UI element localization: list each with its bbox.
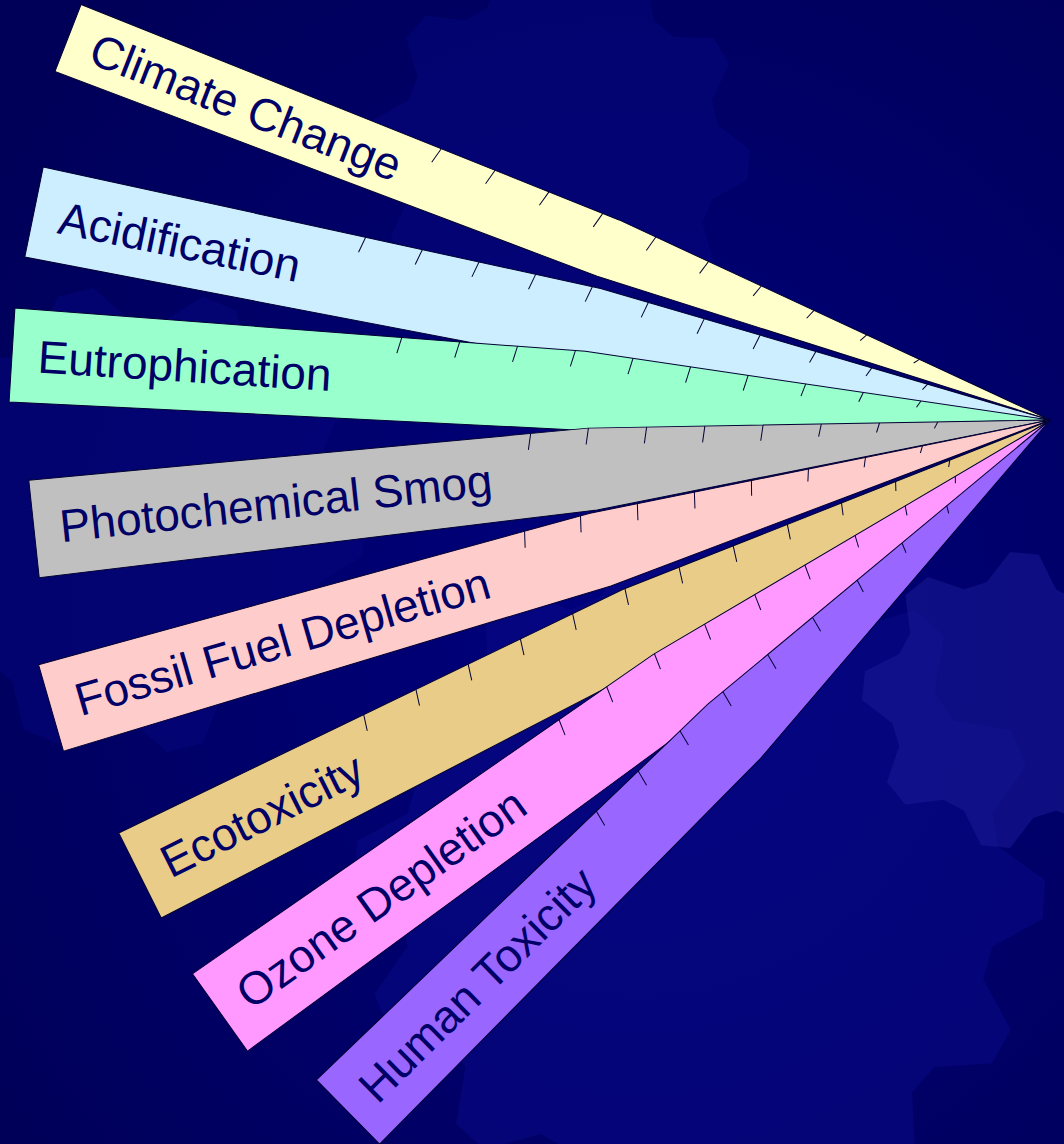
ruler-tick bbox=[730, 545, 741, 561]
ruler-tick bbox=[521, 531, 529, 547]
ruler-tick bbox=[593, 212, 603, 228]
ruler-tick bbox=[751, 594, 764, 609]
ruler-tick bbox=[675, 567, 686, 583]
ruler-tick bbox=[513, 346, 518, 362]
ruler-tick bbox=[701, 624, 714, 639]
ruler-tick bbox=[862, 457, 868, 467]
ruler-tick bbox=[765, 655, 779, 669]
ruler-tick bbox=[852, 535, 862, 547]
ruler-tick bbox=[807, 309, 814, 320]
ruler-tick bbox=[817, 424, 822, 437]
ruler-tick bbox=[432, 147, 442, 163]
impact-category-label: Ecotoxicity bbox=[153, 744, 370, 883]
ruler-tick bbox=[784, 524, 794, 539]
ruler-tick bbox=[472, 261, 479, 277]
ruler-tick bbox=[486, 169, 496, 185]
ruler-tick bbox=[805, 469, 812, 482]
ruler-tick bbox=[810, 617, 824, 631]
ruler-tick bbox=[569, 613, 580, 629]
ruler-tick bbox=[527, 434, 533, 450]
ruler-tick bbox=[455, 342, 460, 358]
ruler-tick bbox=[860, 333, 867, 342]
ruler-tick bbox=[651, 653, 664, 668]
ruler-tick bbox=[946, 460, 952, 467]
ruler-tick bbox=[517, 638, 528, 654]
ruler-tick bbox=[360, 714, 371, 730]
ruler-tick bbox=[584, 428, 590, 444]
ruler-tick bbox=[539, 190, 549, 206]
ruler-tick bbox=[952, 476, 959, 483]
ruler-tick bbox=[646, 236, 656, 252]
ruler-tick bbox=[585, 286, 592, 302]
ruler-tick bbox=[801, 384, 806, 397]
ruler-tick bbox=[892, 481, 899, 491]
ruler-tick bbox=[697, 318, 704, 334]
impact-category-label: Photochemical Smog bbox=[57, 457, 494, 549]
ruler-tick bbox=[412, 689, 423, 705]
ruler-tick bbox=[701, 426, 707, 442]
ruler-tick bbox=[577, 516, 585, 532]
band-outline bbox=[316, 388, 1064, 1144]
ruler-tick bbox=[603, 686, 616, 701]
ruler-tick bbox=[899, 543, 909, 553]
ruler-tick bbox=[643, 427, 649, 443]
ruler-tick bbox=[635, 771, 649, 785]
ruler-tick bbox=[691, 492, 699, 508]
ruler-tick bbox=[720, 692, 734, 706]
ruler-tick bbox=[641, 302, 648, 318]
ruler-tick bbox=[838, 502, 847, 514]
ruler-tick bbox=[748, 481, 756, 496]
ruler-tick bbox=[753, 284, 761, 297]
ruler-tick bbox=[634, 504, 642, 520]
ruler-tick bbox=[902, 505, 910, 514]
ruler-tick bbox=[556, 719, 569, 734]
ruler-tick bbox=[621, 588, 632, 604]
ruler-tick bbox=[876, 423, 881, 432]
ruler-tick bbox=[628, 358, 633, 374]
ruler-tick bbox=[934, 422, 939, 428]
ruler-tick bbox=[914, 358, 920, 365]
impact-category-label: Acidification bbox=[55, 195, 305, 289]
ruler-tick bbox=[686, 367, 691, 383]
ruler-tick bbox=[593, 811, 607, 825]
ruler-tick bbox=[465, 664, 476, 680]
ruler-tick bbox=[415, 249, 422, 265]
ruler-tick bbox=[743, 375, 748, 391]
ruler-tick bbox=[753, 334, 760, 349]
ruler-tick bbox=[802, 565, 814, 579]
ruler-tick bbox=[854, 580, 866, 592]
ruler-tick bbox=[397, 337, 402, 353]
ruler-tick bbox=[922, 383, 927, 390]
band-outline bbox=[192, 381, 1064, 1050]
impact-category-label: Eutrophication bbox=[37, 334, 333, 398]
ruler-tick bbox=[359, 236, 366, 252]
ruler-tick bbox=[570, 350, 575, 366]
ruler-tick bbox=[810, 351, 816, 364]
ruler-tick bbox=[944, 506, 952, 514]
ruler-tick bbox=[759, 425, 765, 441]
impact-category-label: Climate Change bbox=[84, 26, 408, 188]
ruler-tick bbox=[917, 401, 921, 408]
ruler-tick bbox=[866, 367, 872, 377]
ruler-tick bbox=[859, 392, 864, 402]
ruler-tick bbox=[919, 446, 925, 453]
ruler-tick bbox=[677, 731, 691, 745]
ruler-tick bbox=[529, 274, 536, 290]
ruler-tick bbox=[700, 260, 709, 275]
